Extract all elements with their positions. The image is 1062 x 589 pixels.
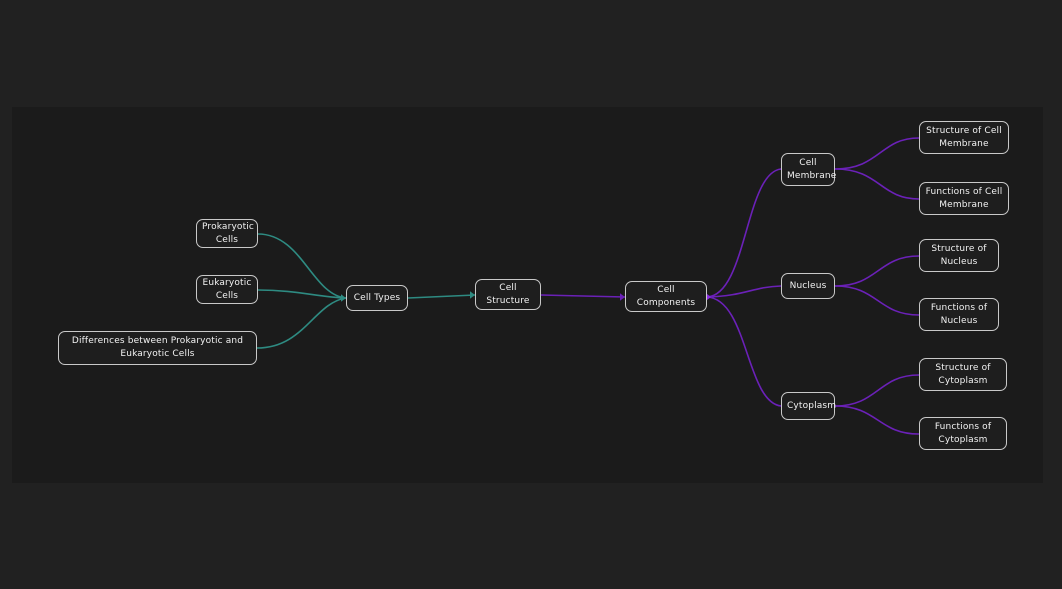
node-label-structure-of-cell-membrane: Structure of Cell Membrane [926,125,1002,149]
node-prokaryotic-cells[interactable]: Prokaryotic Cells [196,219,258,248]
node-label-cell-structure: Cell Structure [486,282,530,306]
node-cell-components[interactable]: Cell Components [625,281,707,312]
node-label-differences-pro-euk: Differences between Prokaryotic and Euka… [71,336,244,359]
node-label-eukaryotic-cells: Eukaryotic Cells [202,277,252,301]
edge-components-to-cytoplasm [706,296,782,407]
node-label-functions-of-nucleus: Functions of Nucleus [930,302,988,326]
node-functions-of-nucleus[interactable]: Functions of Nucleus [919,298,999,331]
node-label-cell-components: Cell Components [636,284,696,308]
node-label-cell-types: Cell Types [353,292,401,303]
node-label-nucleus: Nucleus [789,280,827,291]
edge-membrane-to-structure [834,137,920,170]
node-cytoplasm[interactable]: Cytoplasm [781,392,837,420]
node-structure-of-nucleus[interactable]: Structure of Nucleus [919,239,999,272]
node-label-structure-of-nucleus: Structure of Nucleus [931,243,987,267]
edge-components-to-membrane [706,168,782,298]
edge-nucleus-to-structure [834,255,920,287]
node-structure-of-cell-membrane[interactable]: Structure of Cell Membrane [919,121,1009,154]
edge-celltypes-to-structure [407,294,476,299]
node-label-cytoplasm: Cytoplasm [787,400,837,411]
node-functions-of-cytoplasm[interactable]: Functions of Cytoplasm [919,417,1007,450]
node-structure-of-cytoplasm[interactable]: Structure of Cytoplasm [919,358,1007,391]
node-cell-types[interactable]: Cell Types [346,285,408,311]
edge-differences-to-celltypes [256,297,347,349]
node-eukaryotic-cells[interactable]: Eukaryotic Cells [196,275,258,304]
edge-structure-to-components [540,294,626,298]
node-label-structure-of-cytoplasm: Structure of Cytoplasm [935,362,991,386]
edge-cytoplasm-to-functions [834,405,920,435]
edge-nucleus-to-functions [834,285,920,316]
node-nucleus[interactable]: Nucleus [781,273,835,299]
node-cell-membrane[interactable]: Cell Membrane [781,153,837,186]
edge-prokaryotic-to-celltypes [257,233,347,299]
node-differences-pro-euk[interactable]: Differences between Prokaryotic and Euka… [58,331,257,365]
node-label-functions-of-cytoplasm: Functions of Cytoplasm [934,421,992,445]
node-functions-of-cell-membrane[interactable]: Functions of Cell Membrane [919,182,1009,215]
edge-membrane-to-functions [834,168,920,200]
node-cell-structure[interactable]: Cell Structure [475,279,541,310]
mindmap-canvas[interactable]: Cell Structure Cell Types Prokaryotic Cell… [12,107,1043,483]
edge-cytoplasm-to-structure [834,374,920,407]
node-label-cell-membrane: Cell Membrane [787,157,837,181]
node-label-functions-of-cell-membrane: Functions of Cell Membrane [925,186,1003,210]
node-label-prokaryotic-cells: Prokaryotic Cells [202,221,255,245]
edge-components-to-nucleus [706,285,782,298]
edge-eukaryotic-to-celltypes [257,289,347,299]
